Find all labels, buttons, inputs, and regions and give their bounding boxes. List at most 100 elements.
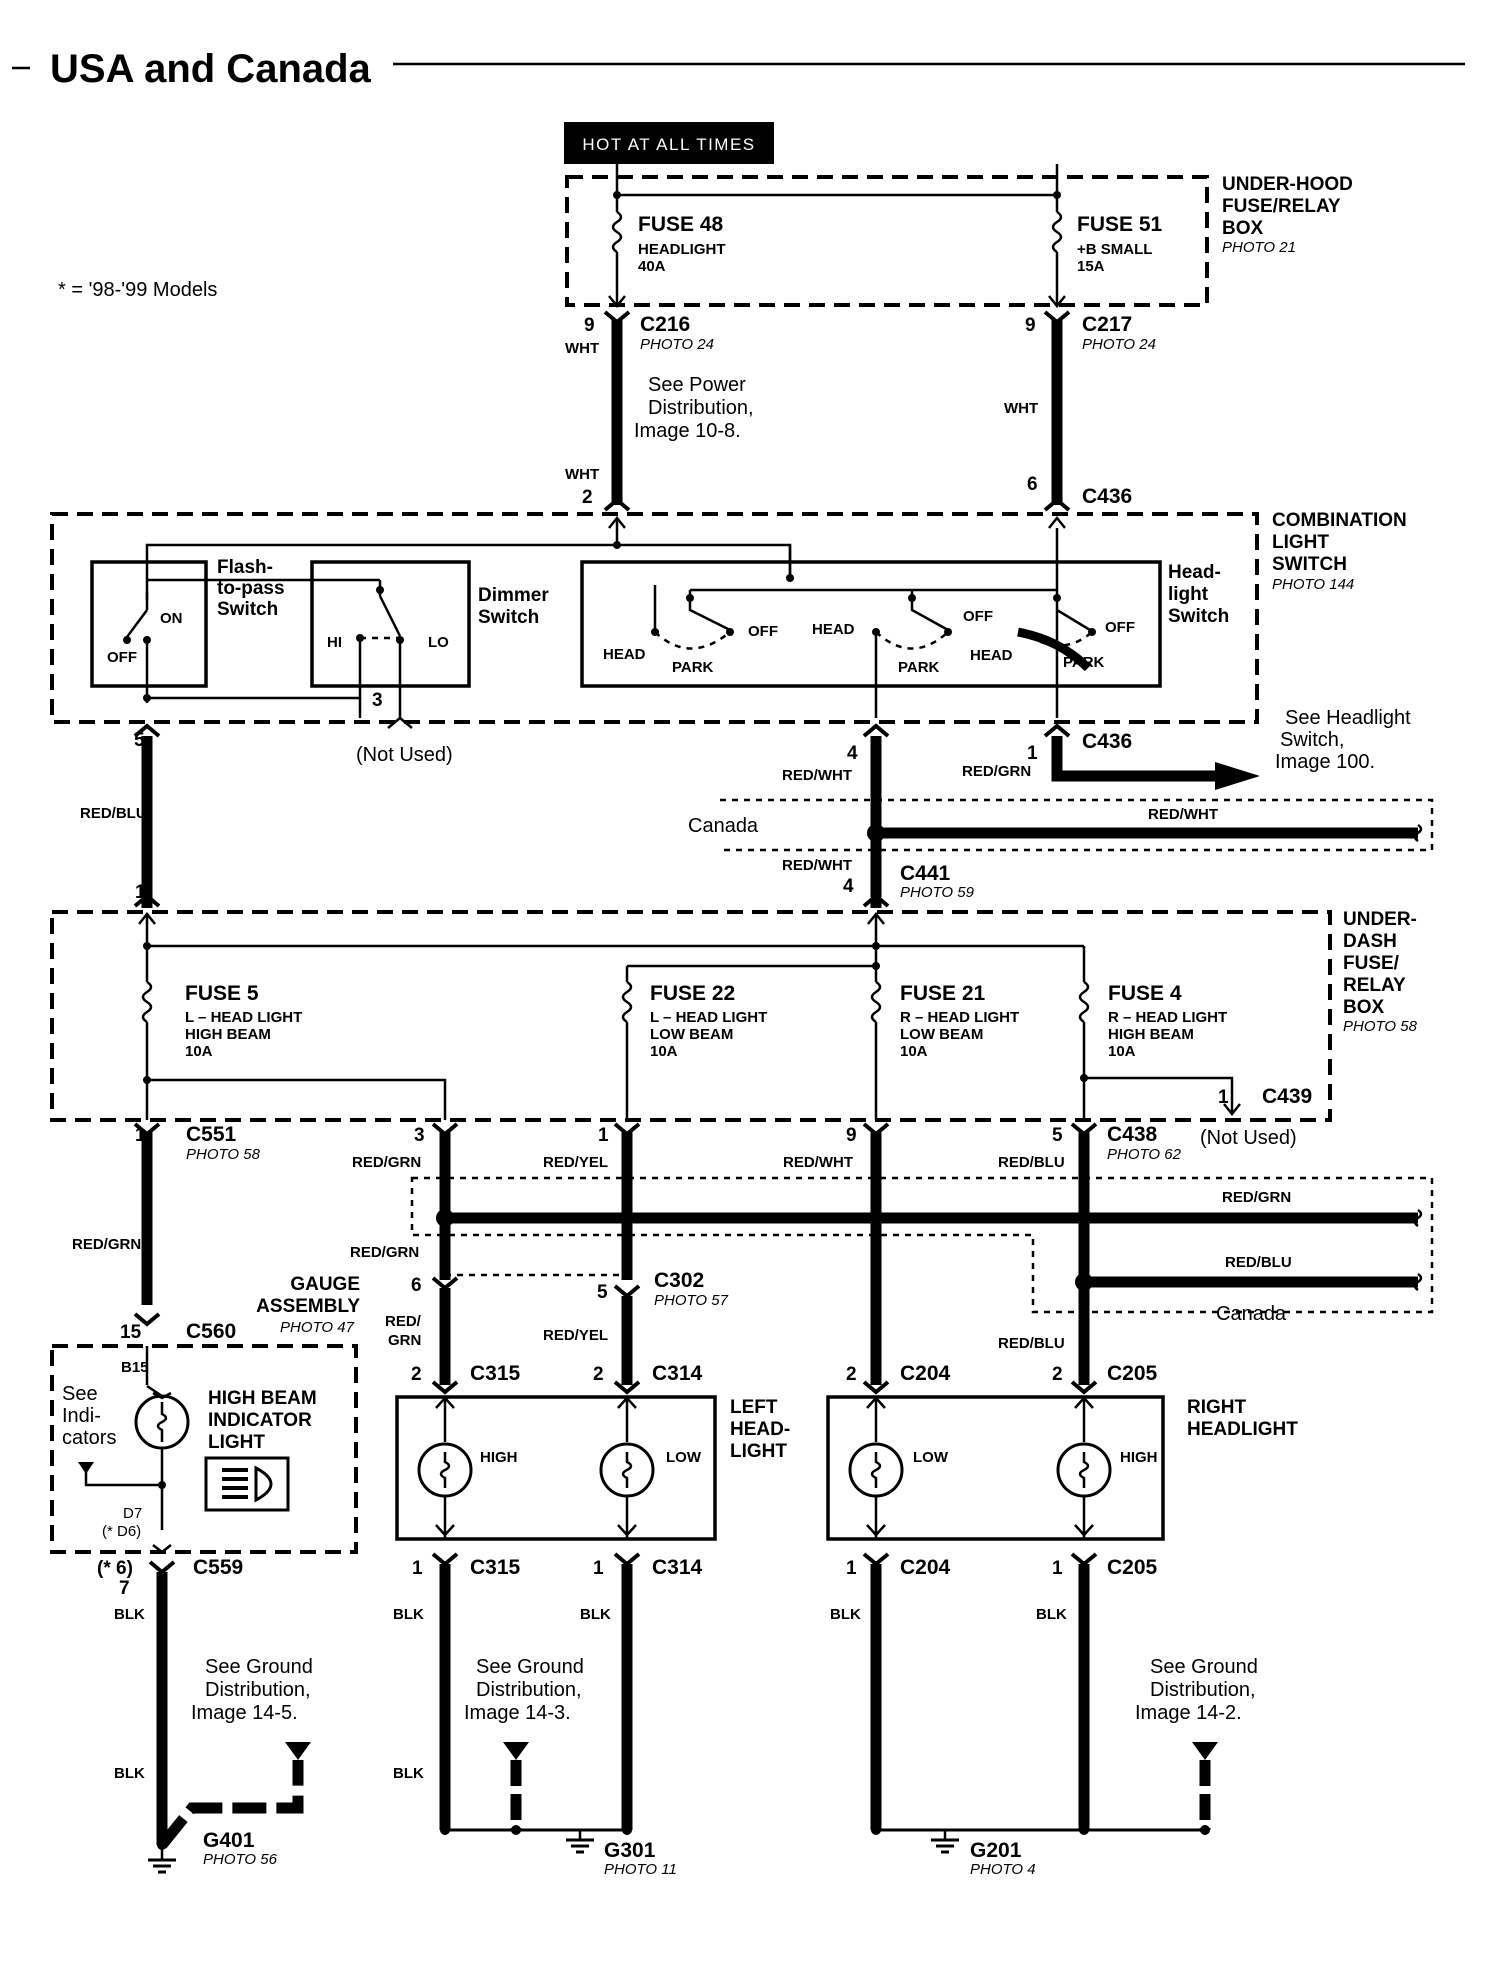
red-blu-label-2: RED/BLU	[998, 1154, 1065, 1171]
lh-high-label: HIGH	[480, 1449, 518, 1466]
under-dash-fuse-box	[50, 910, 1332, 1122]
hb-indicator-2: INDICATOR	[208, 1410, 312, 1431]
c441-pin-1: 1	[135, 882, 146, 903]
connector-c204-bottom	[862, 1552, 890, 1567]
dimmer-lo: LO	[428, 634, 449, 651]
rh-low-label: LOW	[913, 1449, 949, 1466]
see-power-1: See Power	[648, 374, 746, 396]
contact	[686, 594, 694, 602]
splice	[872, 942, 880, 950]
wire-break-icon	[1413, 1208, 1423, 1228]
under-hood-box-label-3: BOX	[1222, 218, 1264, 239]
arrow-icon	[1048, 295, 1066, 309]
see-ground-3-1: See Ground	[476, 1656, 584, 1678]
fuse5-name: FUSE 5	[185, 982, 259, 1005]
hl-park-1: PARK	[672, 659, 714, 676]
fuse48-symbol	[611, 210, 623, 254]
under-dash-label-1: UNDER-	[1343, 909, 1417, 930]
c551-pin: 1	[135, 1125, 146, 1146]
c315-pin-2: 2	[411, 1364, 422, 1385]
blk-label-3: BLK	[393, 1606, 424, 1623]
arrow-icon	[152, 1391, 172, 1400]
c205-pin-2: 2	[1052, 1364, 1063, 1385]
connector-c439	[1223, 1103, 1241, 1117]
flash-to-pass-switch	[90, 560, 208, 688]
see-ground-5-2: Distribution,	[205, 1679, 311, 1701]
c217-name: C217	[1082, 313, 1132, 336]
fuse21-amp: 10A	[900, 1043, 928, 1060]
combo-label-3: SWITCH	[1272, 554, 1347, 575]
see-ground-2-3: Image 14-2.	[1135, 1702, 1242, 1724]
red-grn-label-4: RED/GRN	[350, 1244, 419, 1261]
see-power-2: Distribution,	[648, 397, 754, 419]
connector-c436-top	[603, 497, 631, 512]
arrow-icon	[866, 1524, 886, 1537]
c436-top-name: C436	[1082, 485, 1132, 508]
c315-pin-1: 1	[412, 1558, 423, 1579]
dimmer-switch	[310, 560, 471, 688]
gauge-photo: PHOTO 47	[280, 1319, 355, 1336]
under-hood-box-photo: PHOTO 21	[1222, 239, 1296, 256]
arrow-icon	[617, 1524, 637, 1537]
under-dash-label-2: DASH	[1343, 931, 1397, 952]
flash-feed	[145, 518, 619, 600]
hl-blade-2	[910, 590, 949, 632]
c439-name: C439	[1262, 1085, 1312, 1108]
blk-label-6: BLK	[1036, 1606, 1067, 1623]
dimmer-label-1: Dimmer	[478, 585, 549, 606]
arrow-icon	[617, 1396, 637, 1409]
c204-name-bottom: C204	[900, 1556, 951, 1579]
c217-photo: PHOTO 24	[1082, 336, 1156, 353]
wht-label-left: WHT	[565, 466, 599, 483]
c204-name-top: C204	[900, 1362, 951, 1385]
see-headlight-2: Switch,	[1280, 729, 1344, 751]
diagram-title: USA and Canada	[50, 47, 372, 91]
c438-pin-1: 1	[598, 1125, 609, 1146]
fuse21-symbol	[870, 980, 882, 1024]
connector-c205-bottom	[1070, 1552, 1098, 1567]
red-slash-label: RED/	[385, 1313, 422, 1330]
fuse51-desc: +B SMALL	[1077, 241, 1152, 258]
see-indicators-1: See	[62, 1383, 98, 1405]
fuse48-name: FUSE 48	[638, 213, 724, 236]
left-headlight-housing	[395, 1395, 717, 1541]
blk-label-7: BLK	[393, 1765, 424, 1782]
c204-pin-1: 1	[846, 1558, 857, 1579]
indicator-terminal-icon	[78, 1462, 94, 1474]
c302-pin-5: 5	[597, 1282, 608, 1303]
c436-pin-6: 6	[1027, 474, 1038, 495]
arrow-right-icon	[1215, 762, 1260, 790]
see-ground-3-3: Image 14-3.	[464, 1702, 571, 1724]
splice	[1053, 191, 1061, 199]
c205-name-bottom: C205	[1107, 1556, 1158, 1579]
c204-pin-2: 2	[846, 1364, 857, 1385]
right-headlight-housing	[826, 1395, 1165, 1541]
c438-name: C438	[1107, 1123, 1158, 1146]
left-headlight-label-2: HEAD-	[730, 1419, 790, 1440]
ground-terminal-icon	[285, 1742, 311, 1760]
fuse5-branch	[147, 1078, 447, 1120]
fuse4-d1: R – HEAD LIGHT	[1108, 1009, 1227, 1026]
g301-photo: PHOTO 11	[604, 1861, 677, 1878]
g401-name: G401	[203, 1829, 255, 1852]
c315-name-bottom: C315	[470, 1556, 521, 1579]
see-ground-2-1: See Ground	[1150, 1656, 1258, 1678]
headlight-switch	[580, 560, 1162, 688]
g301-name: G301	[604, 1839, 656, 1862]
canada-option-box-2	[410, 1176, 1434, 1314]
red-blu-label-3: RED/BLU	[998, 1335, 1065, 1352]
hl-off-1: OFF	[748, 623, 778, 640]
c314-pin-1: 1	[593, 1558, 604, 1579]
hl-travel-2	[875, 631, 949, 650]
red-blu-canada-label: RED/BLU	[1225, 1254, 1292, 1271]
dimmer-hi: HI	[327, 634, 342, 651]
left-headlight-label-3: LIGHT	[730, 1441, 787, 1462]
right-headlight-label-2: HEADLIGHT	[1187, 1419, 1298, 1440]
d7-label-2: (* D6)	[102, 1523, 141, 1540]
contact-off	[944, 628, 952, 636]
fuse22-name: FUSE 22	[650, 982, 735, 1005]
arrow-icon	[435, 1524, 455, 1537]
connector-c314-bottom	[613, 1552, 641, 1567]
connector-c441	[862, 893, 890, 908]
